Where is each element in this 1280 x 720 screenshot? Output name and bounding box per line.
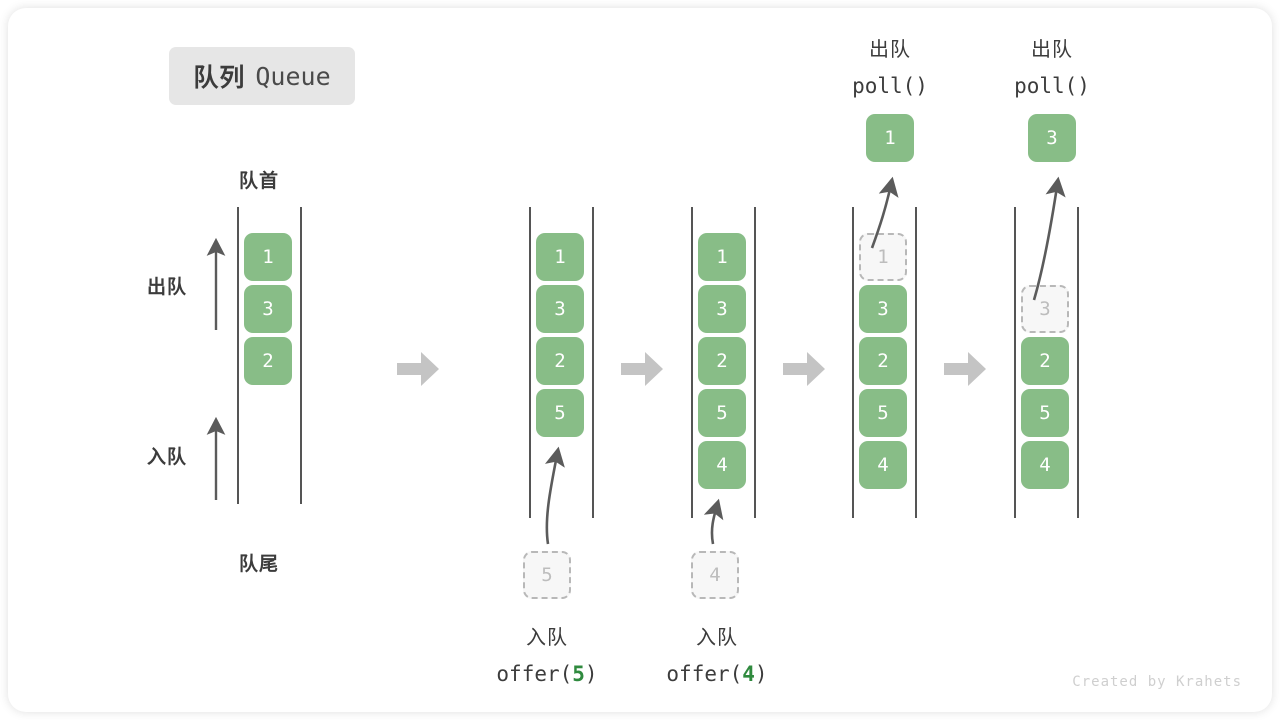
queue-cell: 3 xyxy=(536,285,584,333)
queue-cell: 2 xyxy=(859,337,907,385)
diagram-card: 队列 Queue 队首 队尾 出队 入队 1 3 2 1 3 2 5 5 入队 … xyxy=(8,8,1272,712)
queue-cell: 3 xyxy=(244,285,292,333)
arrow-right-icon xyxy=(621,352,663,386)
caption-arg: 5 xyxy=(572,662,585,686)
rail-left-col0 xyxy=(237,207,239,504)
queue-tail-label: 队尾 xyxy=(239,554,280,575)
queue-cell: 1 xyxy=(698,233,746,281)
popped-cell: 1 xyxy=(866,114,914,162)
rail-left-col1 xyxy=(529,207,531,518)
caption-call: offer( xyxy=(496,662,573,686)
queue-cell: 2 xyxy=(244,337,292,385)
caption-line1: 出队 xyxy=(1031,39,1073,61)
arrow-right-icon xyxy=(783,352,825,386)
caption-line1: 出队 xyxy=(869,39,911,61)
rail-right-col0 xyxy=(300,207,302,504)
rail-right-col1 xyxy=(592,207,594,518)
queue-cell: 4 xyxy=(698,441,746,489)
queue-col-offer-5: 1 3 2 5 xyxy=(536,233,584,437)
caption-line2: poll() xyxy=(1014,74,1090,98)
queue-cell: 2 xyxy=(536,337,584,385)
caption-poll-1: 出队 poll() xyxy=(806,32,974,104)
queue-cell: 2 xyxy=(1021,337,1069,385)
rail-left-col2 xyxy=(691,207,693,518)
arrow-right-icon xyxy=(944,352,986,386)
caption-offer-5: 入队 offer(5) xyxy=(463,620,631,692)
queue-col-offer-4: 1 3 2 5 4 xyxy=(698,233,746,489)
queue-cell: 4 xyxy=(859,441,907,489)
departing-ghost-cell: 1 xyxy=(859,233,907,281)
rail-right-col4 xyxy=(1077,207,1079,518)
rail-left-col3 xyxy=(852,207,854,518)
departing-ghost-cell: 3 xyxy=(1021,285,1069,333)
queue-col-poll-1: 1 3 2 5 4 xyxy=(859,233,907,489)
incoming-ghost-cell: 4 xyxy=(691,551,739,599)
queue-col-initial: 1 3 2 xyxy=(244,233,292,385)
rail-right-col2 xyxy=(754,207,756,518)
rail-right-col3 xyxy=(915,207,917,518)
queue-cell: 3 xyxy=(698,285,746,333)
caption-line2: poll() xyxy=(852,74,928,98)
queue-cell: 2 xyxy=(698,337,746,385)
title-en: Queue xyxy=(255,61,331,91)
popped-cell: 3 xyxy=(1028,114,1076,162)
step-arrow-2 xyxy=(621,352,663,391)
caption-offer-4: 入队 offer(4) xyxy=(633,620,801,692)
offer-4-arrow xyxy=(703,498,724,545)
queue-head-label: 队首 xyxy=(239,171,280,192)
title-cn: 队列 xyxy=(193,64,246,92)
queue-cell: 5 xyxy=(859,389,907,437)
title-badge: 队列 Queue xyxy=(169,47,355,105)
rail-left-col4 xyxy=(1014,207,1016,518)
credit-text: Created by Krahets xyxy=(1072,674,1242,690)
queue-cell: 5 xyxy=(698,389,746,437)
step-arrow-4 xyxy=(944,352,986,391)
queue-cell: 1 xyxy=(244,233,292,281)
step-arrow-1 xyxy=(397,352,439,391)
caption-arg: 4 xyxy=(742,662,755,686)
offer-5-arrow xyxy=(544,446,565,545)
dequeue-side-label: 出队 xyxy=(147,277,188,298)
caption-line2: offer(4) xyxy=(666,662,768,686)
queue-cell: 4 xyxy=(1021,441,1069,489)
step-arrow-3 xyxy=(783,352,825,391)
queue-cell: 5 xyxy=(1021,389,1069,437)
caption-line1: 入队 xyxy=(696,627,738,649)
enqueue-side-label: 入队 xyxy=(147,447,188,468)
queue-col-poll-3: 3 2 5 4 xyxy=(1021,233,1069,489)
caption-line1: 入队 xyxy=(526,627,568,649)
incoming-ghost-cell: 5 xyxy=(523,551,571,599)
queue-cell: 1 xyxy=(536,233,584,281)
caption-line2: offer(5) xyxy=(496,662,598,686)
queue-cell: 3 xyxy=(859,285,907,333)
caption-poll-3: 出队 poll() xyxy=(968,32,1136,104)
caption-call: offer( xyxy=(666,662,743,686)
arrow-right-icon xyxy=(397,352,439,386)
queue-cell: 5 xyxy=(536,389,584,437)
